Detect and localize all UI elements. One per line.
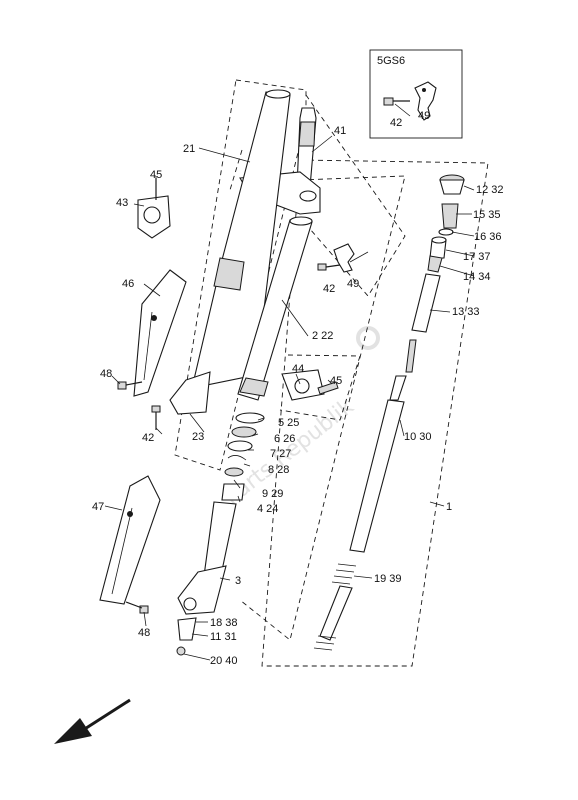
fork-guard-upper — [133, 269, 187, 397]
callout-4-24: 4 24 — [257, 503, 278, 515]
callout-42-left: 42 — [142, 432, 154, 444]
callout-49-clamp: 49 — [347, 278, 359, 290]
fork-guard-lower — [99, 475, 161, 605]
spacer-long — [411, 273, 441, 333]
outline-axle-group — [279, 354, 361, 421]
o-ring — [438, 228, 454, 236]
outline-left-group — [229, 149, 243, 191]
axle-clamp-left — [137, 178, 171, 239]
callout-45-top: 45 — [150, 169, 162, 181]
callout-42-clamp: 42 — [323, 283, 335, 295]
leader-lines — [104, 103, 475, 661]
callout-44: 44 — [292, 363, 304, 375]
cap-bolt — [439, 174, 465, 195]
callout-9-29: 9 29 — [262, 488, 283, 500]
bolt-42-left — [151, 405, 161, 430]
callout-43: 43 — [116, 197, 128, 209]
callout-20-40: 20 40 — [210, 655, 238, 667]
callout-5-25: 5 25 — [278, 417, 299, 429]
outline-inner-assembly — [261, 159, 489, 667]
callout-45-mid: 45 — [330, 375, 342, 387]
watermark-gear-icon — [356, 326, 380, 350]
clip-49 — [317, 243, 355, 273]
bolt-48-upper — [117, 381, 143, 390]
callout-49-inset: 49 — [418, 110, 430, 122]
spacer-short — [427, 255, 443, 273]
callout-42-inset: 42 — [390, 117, 402, 129]
callout-13-33: 13 33 — [452, 306, 480, 318]
callout-47: 47 — [92, 501, 104, 513]
collar — [429, 236, 447, 259]
front-arrow-icon — [54, 698, 131, 744]
callout-3: 3 — [235, 575, 241, 587]
callout-16-36: 16 36 — [474, 231, 502, 243]
outline-cartridge — [239, 175, 406, 641]
rebound-spring — [319, 563, 357, 641]
callout-8-28: 8 28 — [268, 464, 289, 476]
damper-rod — [349, 339, 417, 553]
callout-48-top: 48 — [100, 368, 112, 380]
callout-48-bot: 48 — [138, 627, 150, 639]
axle-clamp-right — [281, 369, 339, 401]
callout-2-22: 2 22 — [312, 330, 333, 342]
callout-6-26: 6 26 — [274, 433, 295, 445]
inner-tube — [237, 216, 313, 401]
callout-18-38: 18 38 — [210, 617, 238, 629]
inset-5gs6: 5GS6 — [369, 49, 463, 139]
callout-11-31: 11 31 — [210, 631, 237, 643]
callout-14-34: 14 34 — [463, 271, 491, 283]
outline-clamp-group — [296, 94, 406, 297]
callout-10-30: 10 30 — [404, 431, 432, 443]
callout-23: 23 — [192, 431, 204, 443]
callout-21: 21 — [183, 143, 195, 155]
callout-7-27: 7 27 — [270, 448, 291, 460]
outer-tube — [169, 89, 291, 415]
bolt-48-lower — [125, 601, 149, 614]
bottom-spring — [313, 635, 337, 651]
callout-15-35: 15 35 — [473, 209, 501, 221]
lower-leg — [176, 501, 237, 656]
callout-46: 46 — [122, 278, 134, 290]
spring-seat — [441, 203, 459, 229]
inset-label: 5GS6 — [377, 55, 405, 67]
callout-12-32: 12 32 — [476, 184, 504, 196]
callout-41: 41 — [334, 125, 346, 137]
callout-17-37: 17 37 — [463, 251, 491, 263]
callout-1: 1 — [446, 501, 452, 513]
callout-19-39: 19 39 — [374, 573, 402, 585]
seal-stack — [221, 412, 265, 501]
